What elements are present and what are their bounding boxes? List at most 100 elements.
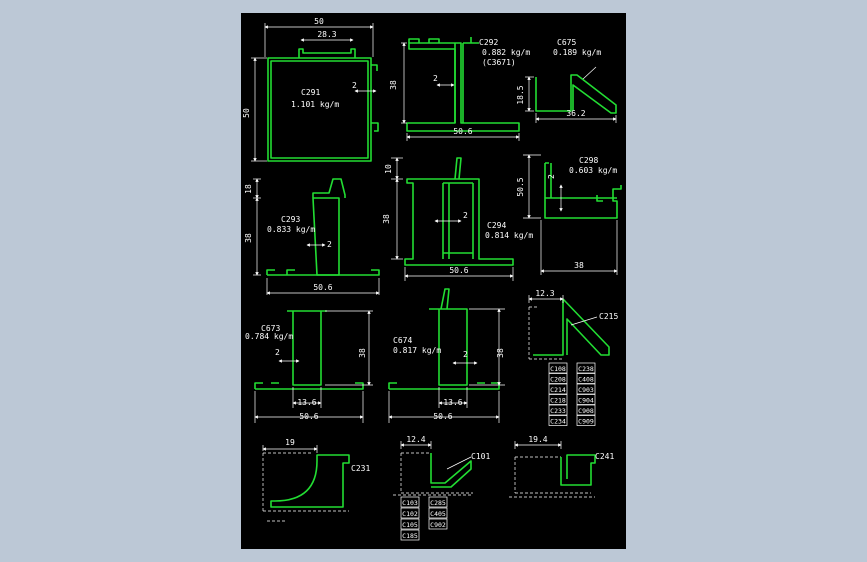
c291-width-label: 50: [314, 17, 324, 26]
c675-leader: [582, 66, 597, 80]
c673-code: C673: [261, 324, 280, 333]
c215-section: [533, 298, 610, 356]
c215-compat-right: C903: [578, 386, 594, 394]
c215-compat-cell: [576, 362, 596, 374]
c215-compat-left: C108: [550, 365, 566, 373]
c674-wall-label: 2: [463, 350, 468, 359]
c291-code: C291: [301, 88, 320, 97]
c215-compat-left: C234: [550, 418, 566, 426]
c231-section: [270, 454, 350, 508]
c101-compat-left: C103: [402, 499, 418, 507]
c294-code: C294: [487, 221, 506, 230]
c101-leader: [446, 456, 472, 470]
c674-inner-label: 13.6: [443, 398, 462, 407]
c101-compat-left: C105: [402, 521, 418, 529]
c673-inner-label: 13.6: [297, 398, 316, 407]
c292-code: C292: [479, 38, 498, 47]
c215-compat-cell: [548, 415, 568, 426]
c215-compat-right: C904: [578, 397, 594, 405]
c215-code: C215: [599, 312, 618, 321]
c101-compat-cell: [400, 518, 420, 530]
c293-weight: 0.833 kg/m: [267, 225, 315, 234]
c673-core: [287, 310, 327, 386]
c292-width-label: 50.6: [453, 127, 472, 136]
c675-code: C675: [557, 38, 576, 47]
c294-weight: 0.814 kg/m: [485, 231, 533, 240]
c298-clips: [545, 162, 603, 202]
c293-head: [312, 178, 346, 276]
c673-base: [254, 382, 364, 390]
c101-compat-cell: [428, 518, 448, 530]
c292-height-label: 38: [389, 80, 398, 90]
c298-wall-label: 2: [547, 174, 556, 179]
c215-compat-left: C214: [550, 386, 566, 394]
c292-top-teeth: [408, 38, 440, 43]
c293-width-label: 50.6: [313, 283, 332, 292]
c675-weight: 0.189 kg/m: [553, 48, 601, 57]
c673-wall-label: 2: [275, 348, 280, 357]
c215-compat-cell: [576, 415, 596, 426]
c674-core: [429, 288, 468, 386]
c215-compat-cell: [548, 394, 568, 405]
c241-width-label: 19.4: [528, 435, 547, 444]
c294-top-label: 10: [384, 164, 393, 174]
c292-weight: 0.882 kg/m: [482, 48, 530, 57]
c215-compat-cell: [548, 404, 568, 416]
c215-compat-right: C908: [578, 407, 594, 415]
c293-wall-label: 2: [327, 240, 332, 249]
c101-compat-left: C185: [402, 532, 418, 540]
c673-weight: 0.784 kg/m: [245, 332, 293, 341]
c293-top-label: 18: [244, 184, 253, 194]
c231-width-label: 19: [285, 438, 295, 447]
c292-wall-label: 2: [433, 74, 438, 83]
c291-inner-label: 28.3: [317, 30, 336, 39]
c215-compat-cell: [576, 394, 596, 405]
c101-compat-cell: [400, 507, 420, 519]
c101-compat-right: C285: [430, 499, 446, 507]
c215-compat-cell: [576, 373, 596, 384]
c291-top-flange: [298, 48, 356, 58]
c215-leader: [570, 316, 598, 326]
c293-code: C293: [281, 215, 300, 224]
c241-code: C241: [595, 452, 614, 461]
c215-compat-cell: [576, 383, 596, 395]
c215-width-label: 12.3: [535, 289, 554, 298]
c292-outer: [406, 42, 520, 132]
c231-code: C231: [351, 464, 370, 473]
c101-compat-cell: [428, 496, 448, 508]
c298-code: C298: [579, 156, 598, 165]
c675-width-label: 36.2: [566, 109, 585, 118]
c292-webs: [454, 37, 479, 123]
c674-code: C674: [393, 336, 412, 345]
c215-compat-left: C218: [550, 397, 566, 405]
c101-compat-right: C902: [430, 521, 446, 529]
c294-height-label: 38: [382, 214, 391, 224]
c215-compat-left: C233: [550, 407, 566, 415]
c215-compat-left: C208: [550, 376, 566, 384]
c294-fin: [454, 157, 462, 180]
c298-height-label: 50.5: [516, 177, 525, 196]
c101-compat-cell: [400, 496, 420, 508]
c215-compat-right: C408: [578, 376, 594, 384]
c215-compat-right: C238: [578, 365, 594, 373]
c101-width-label: 12.4: [406, 435, 425, 444]
c215-compat-right: C909: [578, 418, 594, 426]
c291-section: [267, 57, 372, 162]
c675-height-label: 18.5: [516, 85, 525, 104]
c291-clips: [371, 64, 379, 132]
c291-weight: 1.101 kg/m: [291, 100, 339, 109]
c674-base: [388, 382, 500, 390]
c292-alt: (C3671): [482, 58, 516, 67]
